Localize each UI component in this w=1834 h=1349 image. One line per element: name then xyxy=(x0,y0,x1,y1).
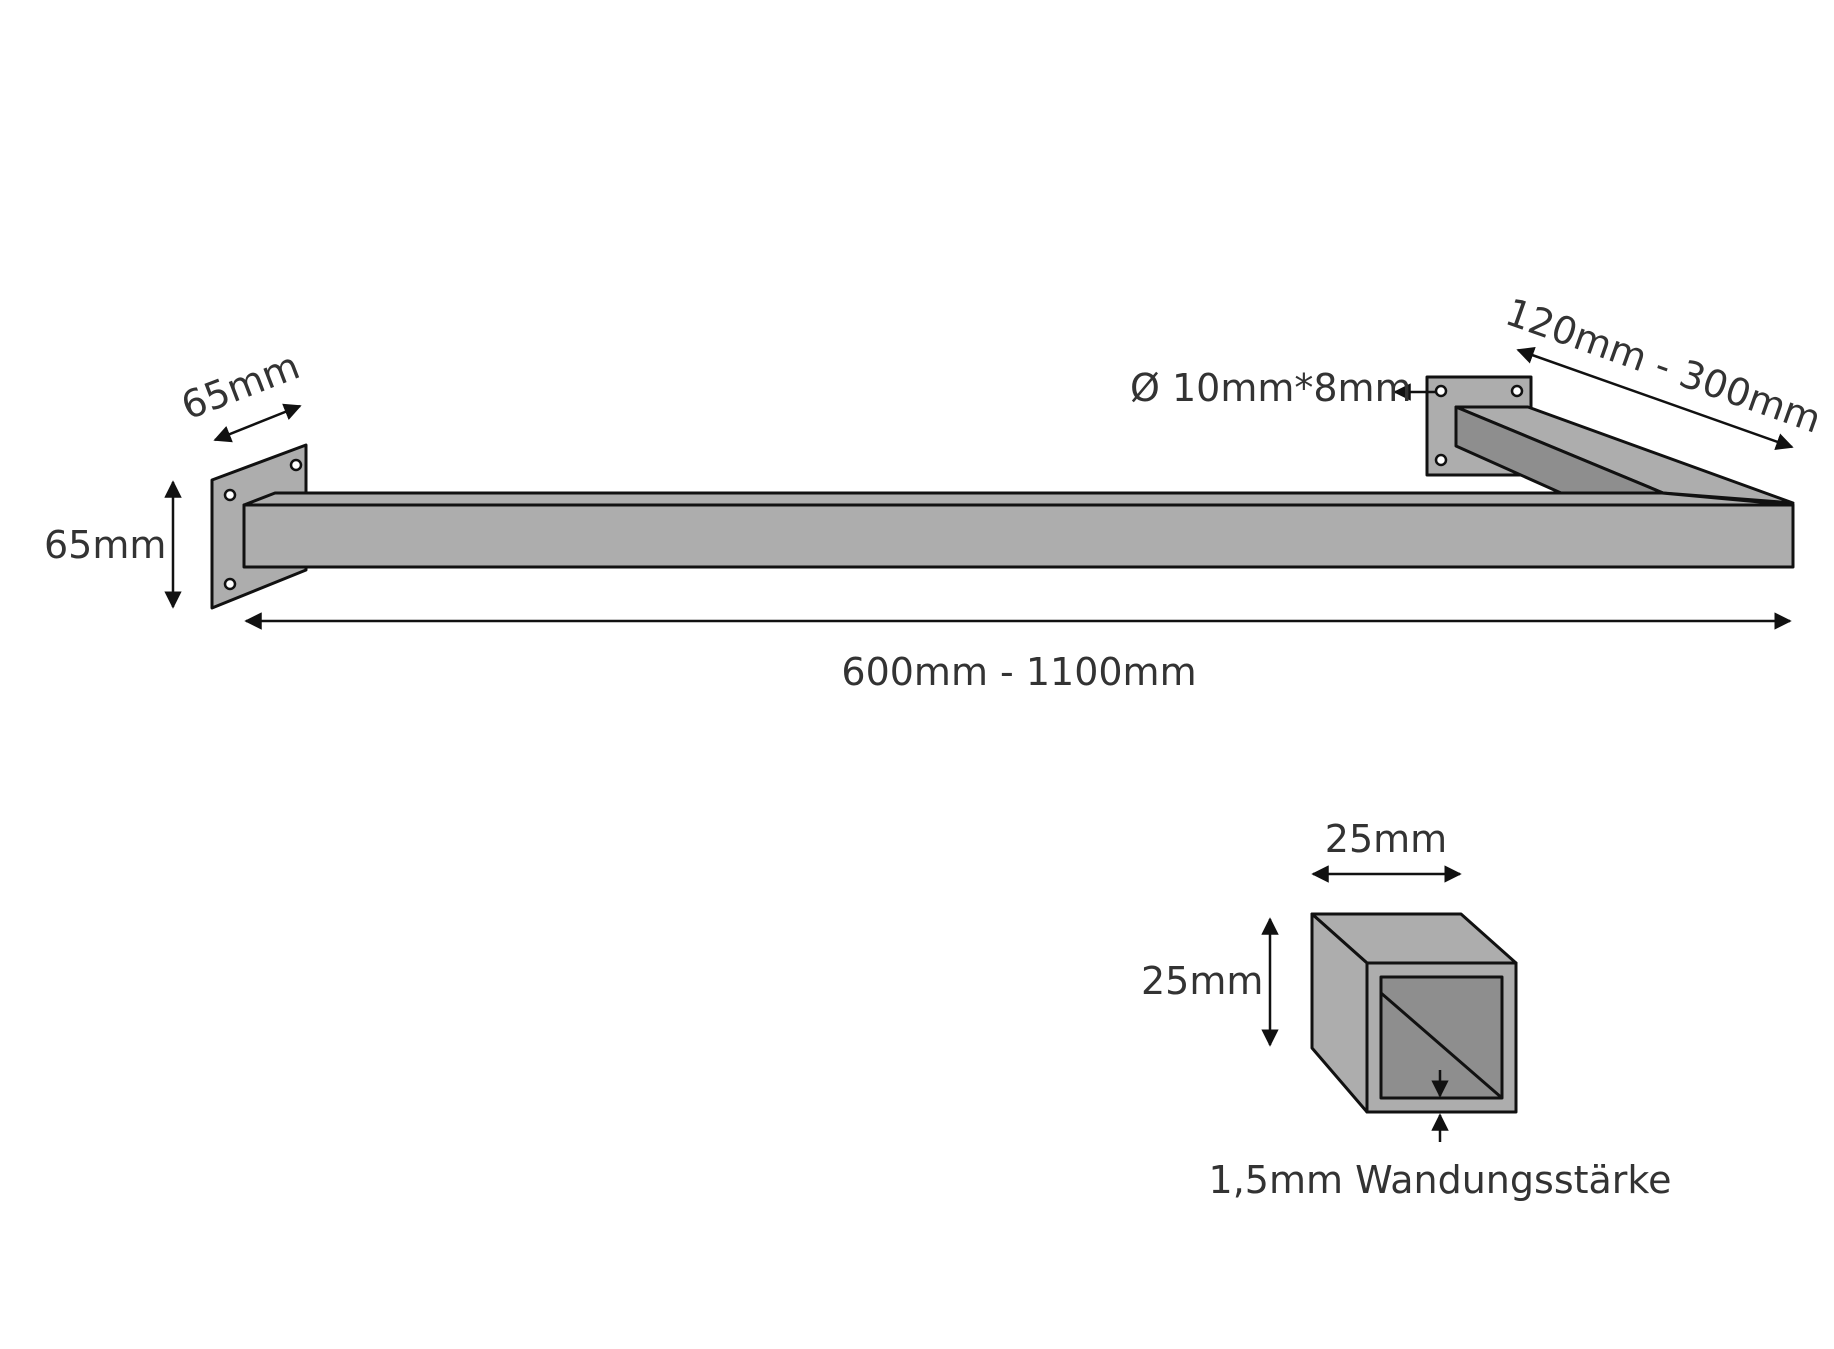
main-bar xyxy=(242,491,1795,569)
hole-diameter-label: Ø 10mm*8mm xyxy=(1130,366,1412,410)
tube-cross-section xyxy=(1310,912,1518,1114)
diagonal-arm xyxy=(1454,405,1795,505)
mounting-hole xyxy=(1510,384,1524,398)
mounting-hole xyxy=(223,577,237,591)
plate-width-dimension-line xyxy=(213,403,302,443)
bar-length-label: 600mm - 1100mm xyxy=(841,650,1196,694)
tube-height-label: 25mm xyxy=(1141,959,1263,1003)
tube-width-label: 25mm xyxy=(1325,817,1447,861)
plate-height-label: 65mm xyxy=(44,523,166,567)
mounting-hole xyxy=(289,458,303,472)
mounting-hole xyxy=(1434,453,1448,467)
mounting-hole xyxy=(1434,384,1448,398)
wall-thickness-label: 1,5mm Wandungsstärke xyxy=(1209,1158,1672,1202)
wall-distance-dimension-line xyxy=(1516,347,1794,450)
mounting-hole xyxy=(223,488,237,502)
plate-width-label: 65mm xyxy=(175,343,305,428)
